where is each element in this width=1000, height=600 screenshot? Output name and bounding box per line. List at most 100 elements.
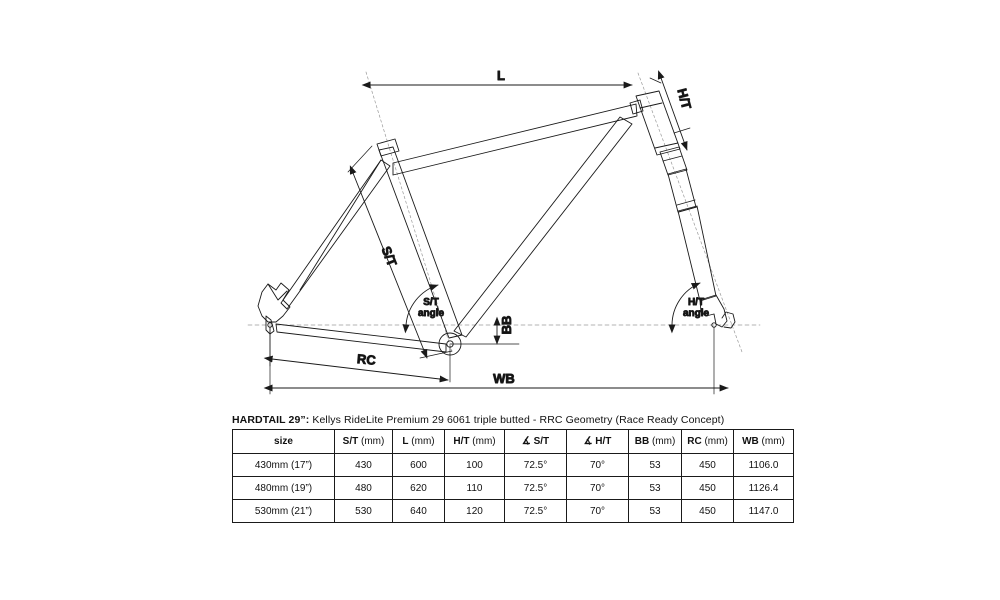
cell-l: 640 — [392, 499, 445, 523]
frame-tubes — [257, 90, 681, 356]
col-header-ht-text: H/T — [453, 436, 470, 447]
cell-ht-angle: 70° — [566, 499, 629, 523]
table-row: 480mm (19”) 480 620 110 72.5° 70° 53 450… — [232, 476, 794, 500]
col-header-st-unit: (mm) — [358, 436, 385, 447]
rear-dropout-cluster — [257, 282, 291, 323]
col-header-l-text: L — [402, 436, 409, 447]
col-header-ht-unit: (mm) — [469, 436, 496, 447]
table-header-row: size S/T (mm) L (mm) H/T (mm) ∡ S/T ∡ H/… — [232, 429, 794, 454]
fork-crown-ring — [662, 155, 683, 162]
rear-dropout-web — [267, 283, 288, 301]
cell-ht: 100 — [444, 453, 505, 477]
cell-ht-angle: 70° — [566, 453, 629, 477]
cell-size: 530mm (21”) — [232, 499, 335, 523]
col-header-l-unit: (mm) — [408, 436, 435, 447]
col-header-bb-text: BB — [634, 436, 650, 447]
geometry-table-title-rest: Kellys RideLite Premium 29 6061 triple b… — [309, 414, 725, 426]
cell-wb: 1147.0 — [733, 499, 794, 523]
geometry-table-title: HARDTAIL 29”: Kellys RideLite Premium 29… — [232, 414, 765, 426]
dimension-bb-drop: BB — [449, 315, 520, 345]
ext-line-ht-top — [649, 77, 662, 84]
col-header-size: size — [232, 429, 335, 454]
ext-line-st-top — [347, 145, 373, 173]
dimension-head-tube-angle: H/T angle — [668, 282, 710, 334]
geometry-table: size S/T (mm) L (mm) H/T (mm) ∡ S/T ∡ H/… — [232, 429, 794, 523]
dimension-seat-tube-ST: S/T — [347, 145, 453, 359]
col-header-l: L (mm) — [392, 429, 445, 454]
dimension-label-WB: WB — [493, 371, 515, 386]
col-header-st-text: S/T — [342, 436, 359, 447]
dimension-label-RC: RC — [356, 351, 377, 368]
geometry-table-block: HARDTAIL 29”: Kellys RideLite Premium 29… — [232, 414, 794, 523]
angle-arc-ST — [402, 284, 439, 334]
cell-st: 530 — [334, 499, 393, 523]
dimension-wheelbase-WB: WB — [263, 326, 729, 395]
angle-label-HT-line1: H/T — [688, 297, 704, 308]
front-dropout-lug — [721, 311, 736, 329]
cell-rc: 450 — [681, 453, 734, 477]
down-tube — [453, 116, 633, 338]
col-header-size-text: size — [274, 436, 293, 447]
table-row: 530mm (21”) 530 640 120 72.5° 70° 53 450… — [232, 499, 794, 523]
dimension-head-tube-HT: H/T — [649, 70, 695, 151]
top-tube-head-junction — [629, 99, 644, 115]
col-header-st: S/T (mm) — [334, 429, 393, 454]
angle-label-HT-line2: angle — [683, 308, 710, 319]
dimension-line-RC — [263, 355, 449, 383]
dimension-label-L: L — [497, 68, 505, 83]
cell-st: 430 — [334, 453, 393, 477]
dimension-top-tube-L: L — [361, 68, 633, 89]
cell-st: 480 — [334, 476, 393, 500]
col-header-wb-text: WB — [742, 436, 759, 447]
col-header-rc-unit: (mm) — [701, 436, 728, 447]
cell-l: 620 — [392, 476, 445, 500]
angle-label-ST-line1: S/T — [423, 297, 439, 308]
cell-bb: 53 — [628, 476, 682, 500]
dimension-line-HT — [657, 70, 688, 151]
cell-rc: 450 — [681, 499, 734, 523]
cell-ht-angle: 70° — [566, 476, 629, 500]
seat-tube-collar — [376, 138, 400, 157]
fork-seal-ring-1 — [676, 199, 696, 206]
cell-st-angle: 72.5° — [504, 453, 567, 477]
cell-l: 600 — [392, 453, 445, 477]
angle-label-ST-line2: angle — [418, 308, 445, 319]
col-header-wb: WB (mm) — [733, 429, 794, 454]
cell-st-angle: 72.5° — [504, 499, 567, 523]
cell-st-angle: 72.5° — [504, 476, 567, 500]
col-header-ht: H/T (mm) — [444, 429, 505, 454]
cell-ht: 110 — [444, 476, 505, 500]
cell-bb: 53 — [628, 499, 682, 523]
cell-bb: 53 — [628, 453, 682, 477]
head-tube-lower-ring — [654, 142, 679, 149]
col-header-st-angle: ∡ S/T — [504, 429, 567, 454]
front-dropout — [699, 294, 728, 328]
dimension-label-BB: BB — [499, 316, 514, 335]
fork-seal-ring-2 — [678, 206, 698, 213]
seat-stay — [280, 159, 391, 310]
table-row: 430mm (17”) 430 600 100 72.5° 70° 53 450… — [232, 453, 794, 477]
cell-wb: 1106.0 — [733, 453, 794, 477]
col-header-ht-angle: ∡ H/T — [566, 429, 629, 454]
angle-arc-HT — [668, 282, 701, 334]
dimension-chainstay-RC: RC — [263, 326, 451, 383]
col-header-rc: RC (mm) — [681, 429, 734, 454]
seat-stay-inner-edge — [299, 159, 382, 291]
dimension-label-HT: H/T — [674, 87, 694, 111]
fork-lower-leg — [677, 205, 717, 302]
chain-stay — [275, 323, 447, 353]
geometry-table-title-bold: HARDTAIL 29”: — [232, 414, 310, 426]
rear-dropout-tip — [265, 315, 275, 335]
col-header-rc-text: RC — [687, 436, 702, 447]
cell-size: 480mm (19”) — [232, 476, 335, 500]
dimension-label-ST: S/T — [378, 244, 400, 268]
cell-ht: 120 — [444, 499, 505, 523]
col-header-ht-angle-text: ∡ H/T — [583, 436, 612, 447]
cell-wb: 1126.4 — [733, 476, 794, 500]
cell-rc: 450 — [681, 476, 734, 500]
col-header-bb-unit: (mm) — [649, 436, 676, 447]
frame-geometry-diagram: L H/T S/T S/T angle — [247, 68, 761, 395]
ext-line-ht-bottom — [673, 127, 691, 134]
head-tube — [635, 90, 681, 156]
